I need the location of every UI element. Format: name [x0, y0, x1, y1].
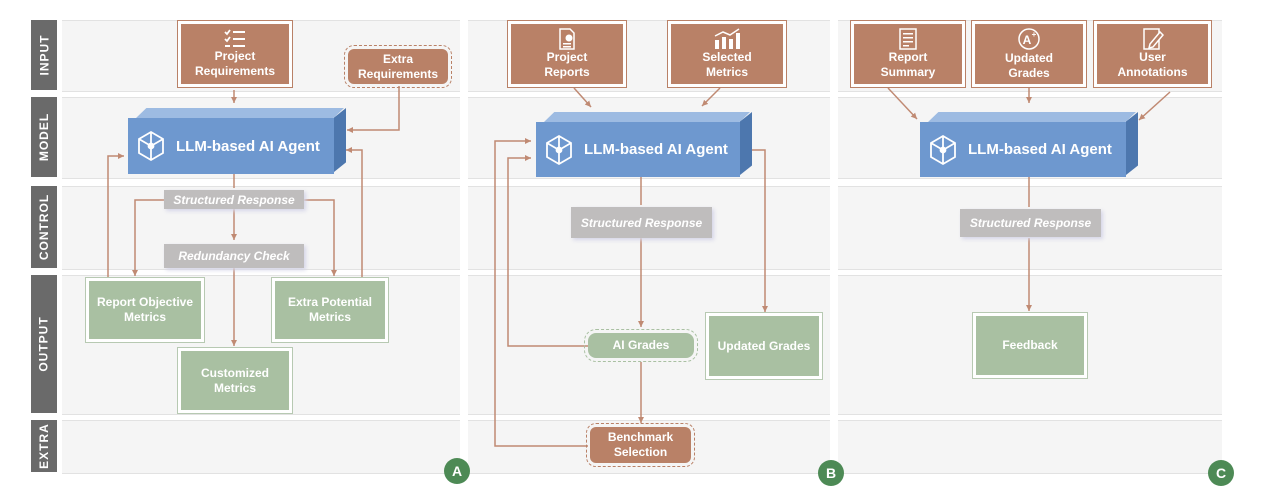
updated-grades-input-box: A + Updated Grades: [975, 24, 1083, 84]
structured-response-c: Structured Response: [960, 209, 1101, 237]
llm-agent-a: LLM-based AI Agent: [126, 108, 346, 174]
report-objective-metrics-box: Report Objective Metrics: [89, 281, 201, 339]
report-document-icon: [559, 28, 575, 50]
llm-agent-b: LLM-based AI Agent: [534, 112, 752, 177]
summary-document-icon: [899, 28, 917, 50]
grade-a-plus-icon: A +: [1018, 28, 1040, 50]
structured-response-a: Structured Response: [164, 190, 304, 209]
customized-metrics-box: Customized Metrics: [181, 351, 289, 410]
panel-badge-a: A: [444, 458, 470, 484]
panel-badge-b: B: [818, 460, 844, 486]
band-extra-a: [62, 420, 460, 474]
lane-label-model: MODEL: [31, 97, 57, 177]
network-cube-icon: [930, 134, 956, 165]
lane-label-output: OUTPUT: [31, 275, 57, 413]
feedback-box: Feedback: [976, 316, 1084, 375]
project-requirements-box: Project Requirements: [181, 24, 289, 84]
extra-requirements-line2: Requirements: [357, 66, 439, 81]
redundancy-check: Redundancy Check: [164, 244, 304, 268]
ai-grades-box: AI Grades: [584, 329, 698, 362]
llm-agent-c: LLM-based AI Agent: [918, 112, 1138, 177]
user-annotations-box: User Annotations: [1097, 24, 1208, 84]
checklist-icon: [224, 29, 245, 47]
selected-metrics-box: Selected Metrics: [671, 24, 783, 84]
panel-badge-c: C: [1208, 460, 1234, 486]
band-extra-c: [838, 420, 1222, 474]
extra-potential-metrics-box: Extra Potential Metrics: [275, 281, 385, 339]
annotation-pencil-icon: [1142, 28, 1164, 50]
bar-chart-icon: [714, 28, 740, 49]
project-requirements-line1: Project: [214, 49, 256, 63]
extra-requirements-box: Extra Requirements: [344, 45, 452, 88]
project-requirements-line2: Requirements: [194, 64, 276, 78]
lane-label-input: INPUT: [31, 20, 57, 90]
lane-label-extra: EXTRA: [31, 420, 57, 472]
benchmark-selection-box: Benchmark Selection: [586, 423, 695, 467]
svg-text:A: A: [1023, 33, 1032, 47]
lane-label-control: CONTROL: [31, 186, 57, 268]
svg-text:+: +: [1032, 30, 1037, 39]
agent-label-b: LLM-based AI Agent: [584, 141, 728, 158]
agent-label-c: LLM-based AI Agent: [968, 141, 1112, 158]
extra-requirements-line1: Extra: [382, 51, 414, 66]
network-cube-icon: [138, 130, 164, 162]
project-reports-box: Project Reports: [511, 24, 623, 84]
updated-grades-box: Updated Grades: [709, 316, 819, 376]
structured-response-b: Structured Response: [571, 207, 712, 238]
report-summary-box: Report Summary: [854, 24, 962, 84]
agent-label-a: LLM-based AI Agent: [176, 137, 320, 155]
network-cube-icon: [546, 134, 572, 165]
